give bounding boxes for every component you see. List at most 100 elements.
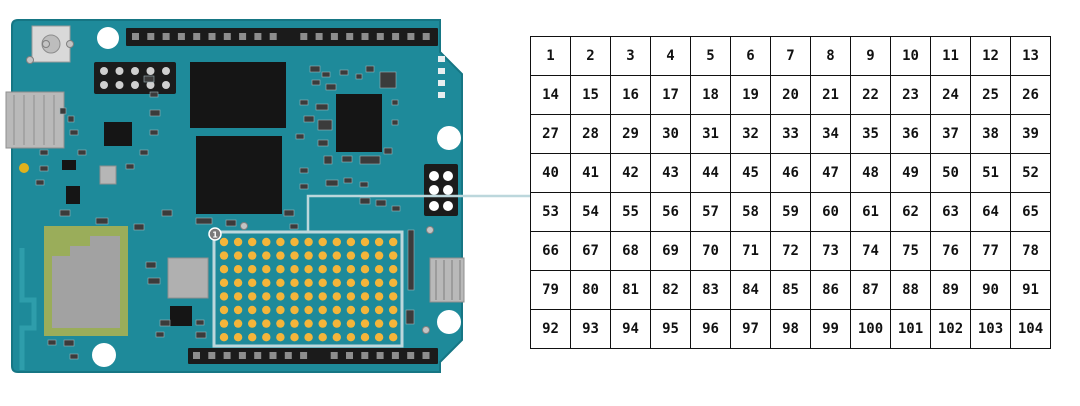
small-chip: [170, 306, 192, 326]
status-indicator: [438, 68, 445, 74]
matrix-led: [304, 319, 313, 328]
passive-component: [225, 219, 237, 227]
grid-cell: 74: [850, 231, 891, 271]
via-pad: [426, 226, 434, 234]
grid-cell: 51: [970, 153, 1011, 193]
header-pin: [223, 33, 231, 40]
grid-cell: 21: [810, 75, 851, 115]
passive-component: [69, 129, 79, 136]
grid-cell: 69: [650, 231, 691, 271]
grid-cell: 78: [1010, 231, 1051, 271]
qwiic-pin: [429, 201, 439, 211]
top-pin-header: [126, 28, 438, 46]
grid-cell: 28: [570, 114, 611, 154]
grid-cell: 93: [570, 309, 611, 349]
grid-cell: 30: [650, 114, 691, 154]
header-pin: [361, 33, 369, 40]
grid-cell: 20: [770, 75, 811, 115]
jtag-pin: [131, 81, 139, 89]
grid-cell: 50: [930, 153, 971, 193]
passive-component: [359, 181, 369, 188]
grid-cell: 23: [890, 75, 931, 115]
via-pad: [240, 222, 248, 230]
passive-component: [359, 155, 381, 165]
matrix-led: [276, 292, 285, 301]
grid-cell: 57: [690, 192, 731, 232]
grid-cell: 63: [930, 192, 971, 232]
matrix-led: [389, 333, 398, 342]
matrix-led: [318, 251, 327, 260]
matrix-led: [360, 305, 370, 315]
passive-component: [149, 91, 159, 98]
grid-cell: 62: [890, 192, 931, 232]
matrix-led: [262, 305, 271, 315]
grid-cell: 16: [610, 75, 651, 115]
grid-cell: 45: [730, 153, 771, 193]
grid-cell: 81: [610, 270, 651, 310]
jtag-pin: [162, 81, 170, 89]
matrix-led: [360, 292, 370, 301]
matrix-led: [276, 278, 285, 287]
grid-cell: 59: [770, 192, 811, 232]
matrix-led: [233, 305, 243, 315]
grid-cell: 25: [970, 75, 1011, 115]
grid-cell: 4: [650, 36, 691, 76]
passive-component: [39, 149, 49, 156]
matrix-led: [233, 333, 243, 342]
passive-component: [323, 155, 333, 165]
matrix-led: [374, 333, 384, 342]
matrix-led: [276, 265, 285, 274]
matrix-led: [332, 237, 341, 247]
matrix-led: [360, 237, 370, 247]
passive-component: [325, 179, 339, 187]
matrix-led: [290, 292, 299, 301]
grid-cell: 71: [730, 231, 771, 271]
matrix-led: [290, 278, 299, 287]
grid-cell: 22: [850, 75, 891, 115]
small-chip: [66, 186, 80, 204]
matrix-led: [233, 265, 243, 274]
passive-component: [155, 331, 165, 338]
grid-cell: 3: [610, 36, 651, 76]
passive-component: [391, 99, 399, 106]
matrix-led: [318, 278, 327, 287]
passive-component: [95, 217, 109, 225]
grid-cell: 68: [610, 231, 651, 271]
passive-component: [59, 209, 71, 217]
matrix-led: [318, 305, 327, 315]
passive-component: [405, 309, 415, 325]
header-pin: [391, 352, 399, 359]
passive-component: [343, 177, 353, 184]
matrix-led: [374, 265, 384, 274]
grid-cell: 34: [810, 114, 851, 154]
grid-cell: 89: [930, 270, 971, 310]
matrix-led: [374, 251, 384, 260]
header-pin: [392, 33, 400, 40]
matrix-led: [360, 333, 370, 342]
grid-cell: 52: [1010, 153, 1051, 193]
via-pad: [42, 40, 50, 48]
matrix-led: [374, 319, 384, 328]
grid-cell: 13: [1010, 36, 1051, 76]
grid-cell: 75: [890, 231, 931, 271]
wireless-module-inner: [52, 236, 120, 328]
passive-component: [355, 73, 363, 80]
passive-component: [67, 115, 75, 123]
grid-cell: 67: [570, 231, 611, 271]
sensor-chip: [99, 165, 117, 185]
passive-component: [325, 83, 337, 91]
jtag-pin: [146, 81, 155, 89]
passive-component: [139, 149, 149, 156]
qwiic-pin: [429, 171, 439, 181]
grid-cell: 72: [770, 231, 811, 271]
jtag-header-pins: [100, 67, 170, 89]
processor-chip: [196, 136, 282, 214]
grid-cell: 49: [890, 153, 931, 193]
matrix-led: [233, 292, 243, 301]
grid-cell: 56: [650, 192, 691, 232]
grid-cell: 32: [730, 114, 771, 154]
grid-cell: 92: [530, 309, 571, 349]
matrix-led: [290, 237, 299, 247]
